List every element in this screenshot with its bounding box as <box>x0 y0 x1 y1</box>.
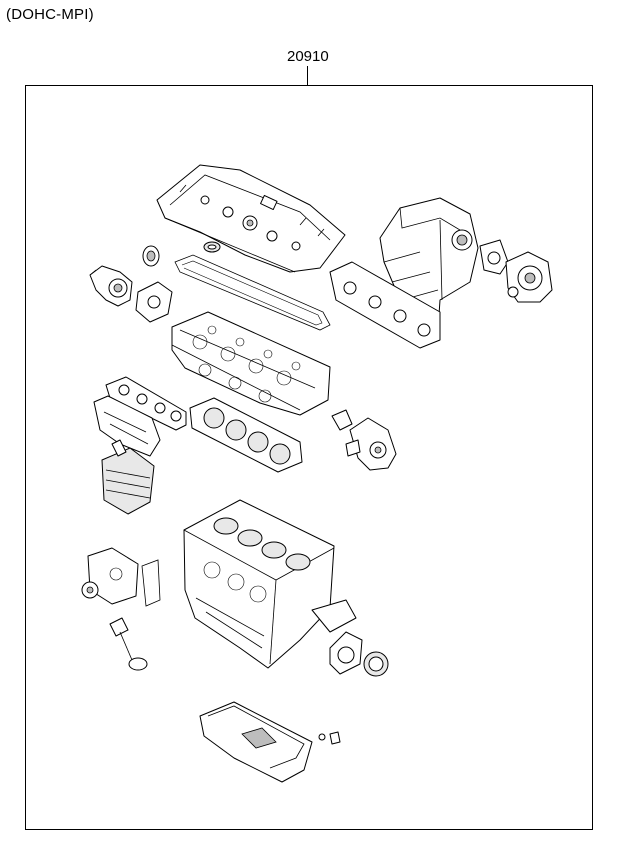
oil-pan <box>199 701 313 783</box>
water-outlet-fitting <box>345 417 397 471</box>
throttle-body <box>505 251 553 303</box>
water-inlet-fitting <box>89 265 133 307</box>
cylinder-head <box>171 311 331 416</box>
throttle-body-gasket <box>479 239 509 275</box>
oil-drain-plug <box>318 731 341 745</box>
oil-pump <box>81 547 139 605</box>
intake-manifold-gasket <box>329 261 441 349</box>
thermostat-gasket <box>135 281 173 323</box>
exhaust-manifold-catalytic-converter <box>93 395 161 515</box>
cylinder-head-cover <box>156 164 346 273</box>
part-number-label: 20910 <box>287 48 329 65</box>
head-cover-gasket <box>174 254 331 331</box>
gasket-kit-frame <box>25 85 593 830</box>
crankshaft-rear-seal <box>363 651 389 677</box>
rear-oil-seal-case <box>329 631 363 675</box>
cylinder-head-gasket <box>189 397 303 473</box>
part-number-leader-line <box>307 66 308 86</box>
oil-strainer <box>109 617 148 671</box>
water-outlet-gasket <box>331 409 353 431</box>
oil-pump-gasket <box>141 559 161 607</box>
cylinder-block <box>183 499 357 669</box>
engine-type-label: (DOHC-MPI) <box>6 6 94 23</box>
spark-plug-seal <box>203 241 221 253</box>
camshaft-oil-seal <box>142 245 160 267</box>
